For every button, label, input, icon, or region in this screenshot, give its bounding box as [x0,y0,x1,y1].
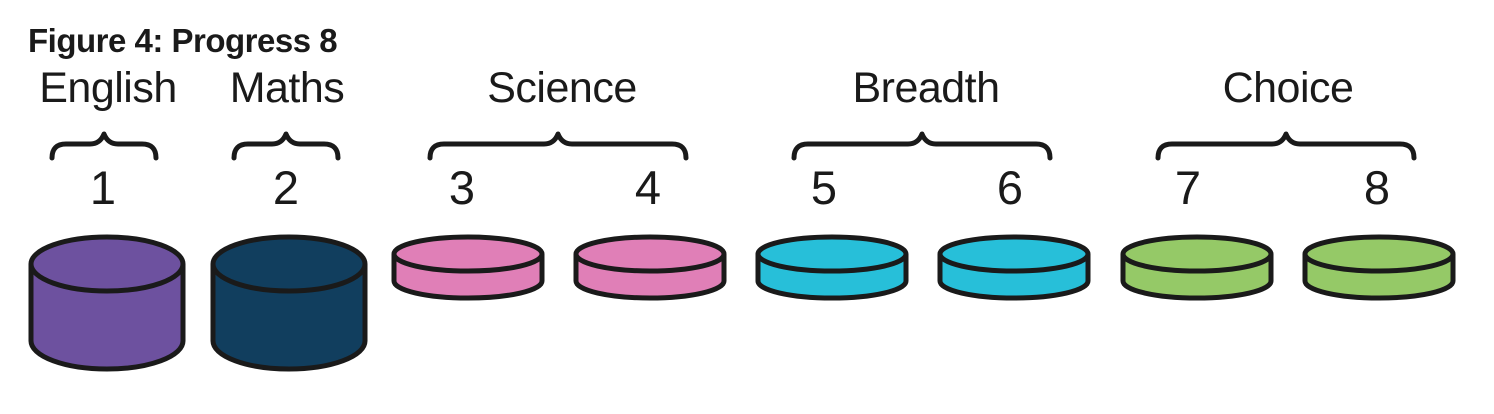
slot-number-1: 1 [89,161,117,214]
slot-number-2: 2 [272,161,300,214]
slot-number-8: 8 [1363,161,1391,214]
brace-breadth [791,131,1053,161]
cylinder-english-1 [28,234,186,372]
disk-choice-7 [1120,234,1274,301]
brace-english [49,131,159,161]
slot-number-3: 3 [448,161,476,214]
slot-number-6: 6 [996,161,1024,214]
brace-maths [231,131,341,161]
disk-science-4 [573,234,727,301]
disk-breadth-5 [755,234,909,301]
brace-science [427,131,689,161]
cylinder-maths-2 [210,234,368,372]
category-label-choice: Choice [1222,64,1354,112]
disk-science-3 [391,234,545,301]
slot-number-5: 5 [810,161,838,214]
category-label-science: Science [487,64,637,112]
figure-title: Figure 4: Progress 8 [28,22,338,59]
category-label-breadth: Breadth [852,64,1000,112]
brace-choice [1155,131,1417,161]
slot-number-4: 4 [634,161,662,214]
category-label-maths: Maths [229,64,345,112]
disk-breadth-6 [937,234,1091,301]
category-label-english: English [39,64,177,112]
slot-number-7: 7 [1174,161,1202,214]
disk-choice-8 [1302,234,1456,301]
